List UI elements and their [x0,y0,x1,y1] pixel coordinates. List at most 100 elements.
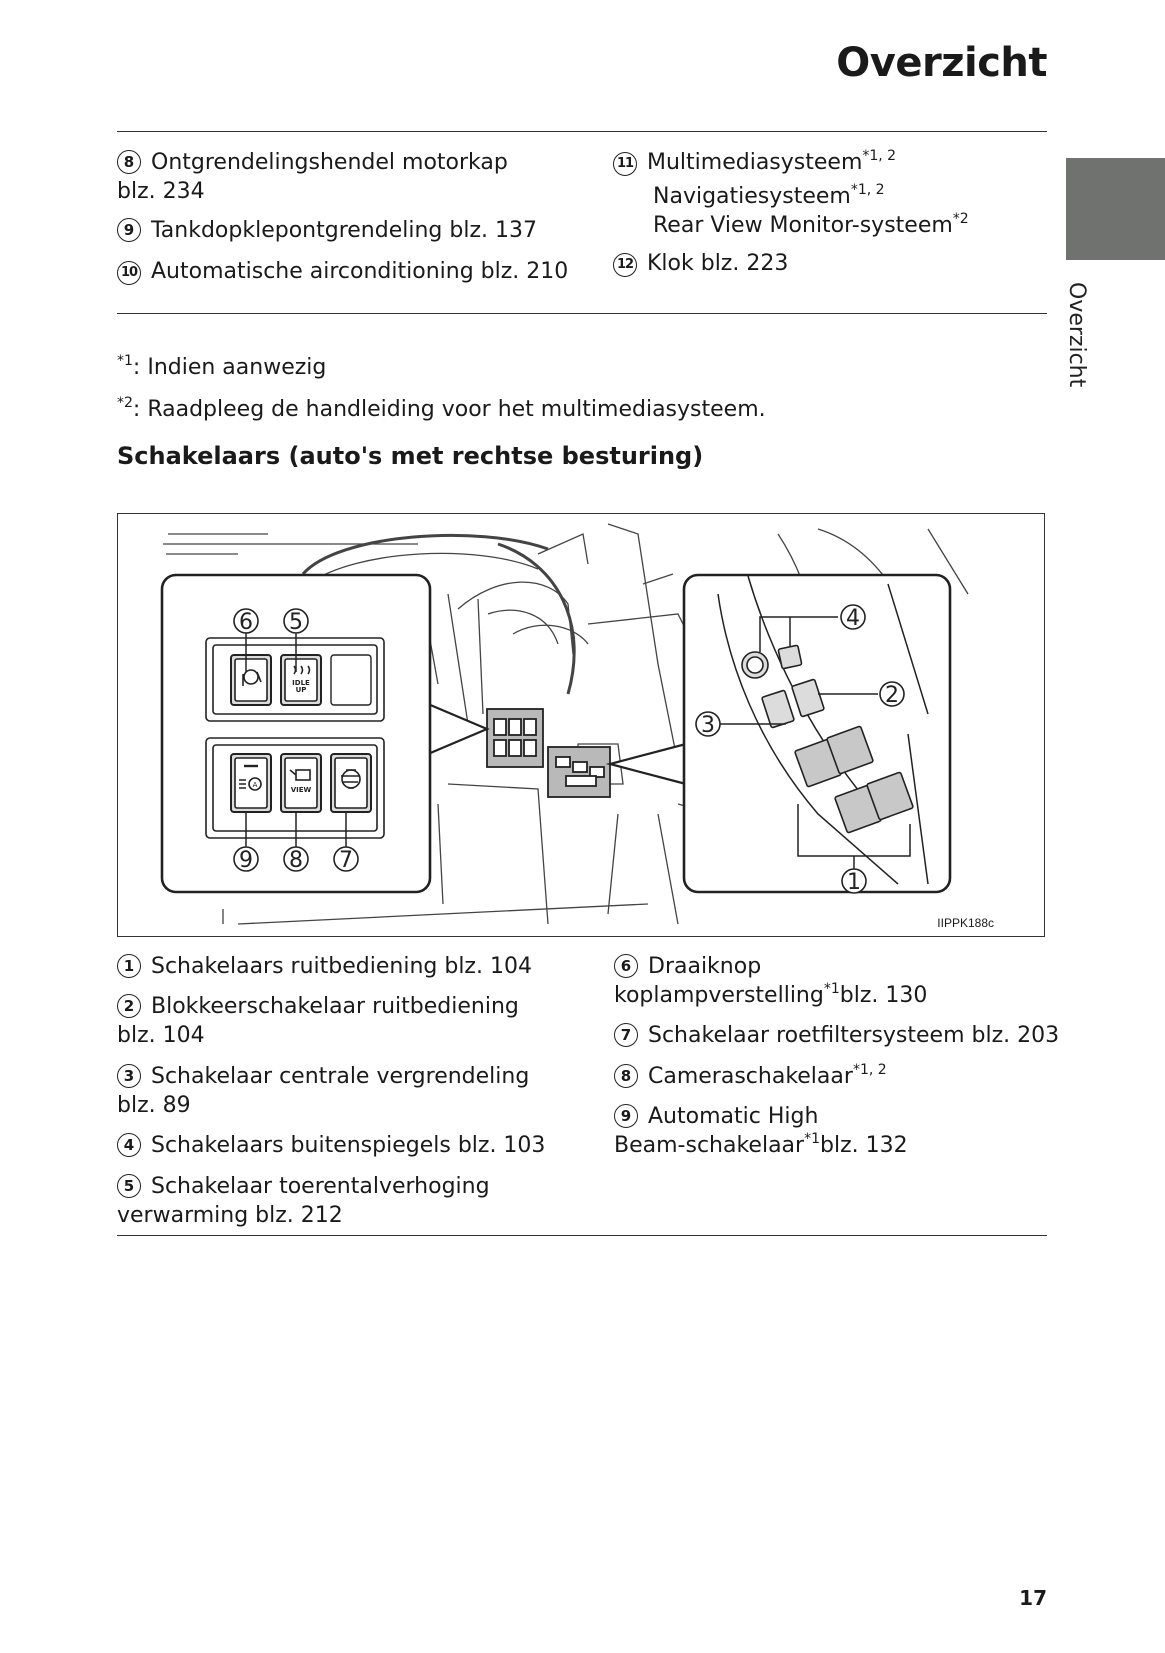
item-text: Schakelaar centrale vergrendeling [151,1064,530,1089]
list-item: 10 Automatische airconditioning blz. 210 [117,257,568,286]
footnote-ref: *1, 2 [862,148,897,164]
callout-label: 1 [847,870,861,895]
item-text: Cameraschakelaar [648,1064,853,1089]
top-rule [117,131,1047,132]
item-text: Rear View Monitor-systeem [653,213,953,238]
window-switches [794,725,914,834]
footnote-text: : Raadpleeg de handleiding voor het mult… [132,397,766,422]
item-number: 7 [614,1023,638,1047]
list-item: 5 Schakelaar toerentalverhoging verwarmin… [117,1172,490,1230]
item-page: blz. 132 [820,1133,908,1158]
footnote-ref: *1, 2 [852,1062,887,1078]
item-text: Schakelaars ruitbediening blz. 104 [151,954,532,979]
mirror-switches [741,644,803,679]
list-item: 11 Multimediasysteem*1, 2 [613,148,896,177]
item-text: Blokkeerschakelaar ruitbediening [151,994,519,1019]
section-heading: Schakelaars (auto's met rechtse besturin… [117,442,704,470]
callout-label: 9 [239,848,253,873]
callout-label: 4 [846,606,860,631]
callout-numbers: 6 5 9 8 7 4 2 3 1 [233,604,905,895]
item-number: 6 [614,954,638,978]
door-switch-cluster [547,746,611,798]
item-number: 5 [117,1174,141,1198]
callout-label: 6 [239,610,253,635]
item-number: 9 [614,1104,638,1128]
right-leader-lines [718,616,911,869]
mid-rule [117,313,1047,314]
footnote-text: : Indien aanwezig [132,355,327,380]
left-leader-lines [245,633,347,847]
item-number: 1 [117,954,141,978]
page-number: 17 [1019,1586,1047,1610]
item-text: Automatic High [648,1104,819,1129]
list-item: 12 Klok blz. 223 [613,249,788,278]
view-label: VIEW [291,786,312,794]
lock-switches [761,678,825,729]
bottom-rule [117,1235,1047,1236]
list-item: 7 Schakelaar roetfiltersysteem blz. 203 [614,1021,1059,1050]
list-item-cont: Navigatiesysteem*1, 2 [653,182,885,211]
figure-code: IIPPK188c [937,916,994,930]
item-number: 8 [614,1064,638,1088]
footnote-mark: *2 [117,395,133,411]
footnote: *2: Raadpleeg de handleiding voor het mu… [117,395,766,424]
dpf-switch [330,753,372,813]
item-text-cont: verwarming blz. 212 [117,1203,343,1228]
list-item: 1 Schakelaars ruitbediening blz. 104 [117,952,532,981]
callout-label: 5 [289,610,303,635]
footnote-ref: *1, 2 [850,182,885,198]
item-text: Automatische airconditioning blz. 210 [151,259,569,284]
list-item: 9 Automatic High Beam-schakelaar*1blz. 13… [614,1102,908,1160]
item-text-cont: blz. 234 [117,179,205,204]
chapter-tab-label: Overzicht [1064,282,1089,388]
blank-switch [330,654,372,706]
callout-label: 8 [289,848,303,873]
item-text: Multimediasysteem [647,150,863,175]
item-text: Schakelaar toerentalverhoging [151,1174,490,1199]
a-label: A [253,781,258,789]
footnote-mark: *1 [117,353,133,369]
right-callout-pointer [605,742,687,786]
left-callout-pointer [427,702,490,756]
item-number: 10 [117,261,141,285]
camera-view-switch: VIEW [280,753,322,813]
auto-high-beam-switch: A [230,753,272,813]
footnote-ref: *2 [952,211,969,227]
center-switch-cluster [486,708,544,768]
footnote-ref: *1 [823,981,840,997]
chapter-tab [1066,158,1165,260]
item-page: blz. 130 [839,983,928,1008]
item-text-cont: koplampverstelling [614,983,824,1008]
switches-figure: IDLE UP A VIEW [117,513,1045,937]
footnote-ref: *1 [804,1131,820,1147]
item-text: Schakelaar roetfiltersysteem blz. 203 [648,1023,1060,1048]
item-number: 3 [117,1064,141,1088]
page-title: Overzicht [836,40,1047,86]
footnote: *1: Indien aanwezig [117,353,326,382]
item-number: 4 [117,1133,141,1157]
callout-label: 7 [339,848,353,873]
up-label: UP [296,686,307,694]
item-text: Tankdopklepontgrendeling blz. 137 [151,218,537,243]
item-text: Ontgrendelingshendel motorkap [151,150,508,175]
idle-up-switch: IDLE UP [280,654,322,706]
item-text-cont: blz. 104 [117,1023,205,1048]
list-item: 9 Tankdopklepontgrendeling blz. 137 [117,216,537,245]
item-number: 11 [613,152,637,176]
item-text-cont: Beam-schakelaar [614,1133,805,1158]
item-number: 9 [117,218,141,242]
headlight-leveling-switch [230,654,272,706]
item-number: 2 [117,994,141,1018]
item-text: Schakelaars buitenspiegels blz. 103 [151,1133,546,1158]
item-number: 12 [613,253,637,277]
list-item: 2 Blokkeerschakelaar ruitbediening blz. 1… [117,992,519,1050]
idle-label: IDLE [292,679,310,687]
list-item: 8 Cameraschakelaar*1, 2 [614,1062,887,1091]
list-item: 4 Schakelaars buitenspiegels blz. 103 [117,1131,545,1160]
item-text: Klok blz. 223 [647,251,789,276]
callout-label: 3 [701,713,715,738]
item-text: Navigatiesysteem [653,184,851,209]
